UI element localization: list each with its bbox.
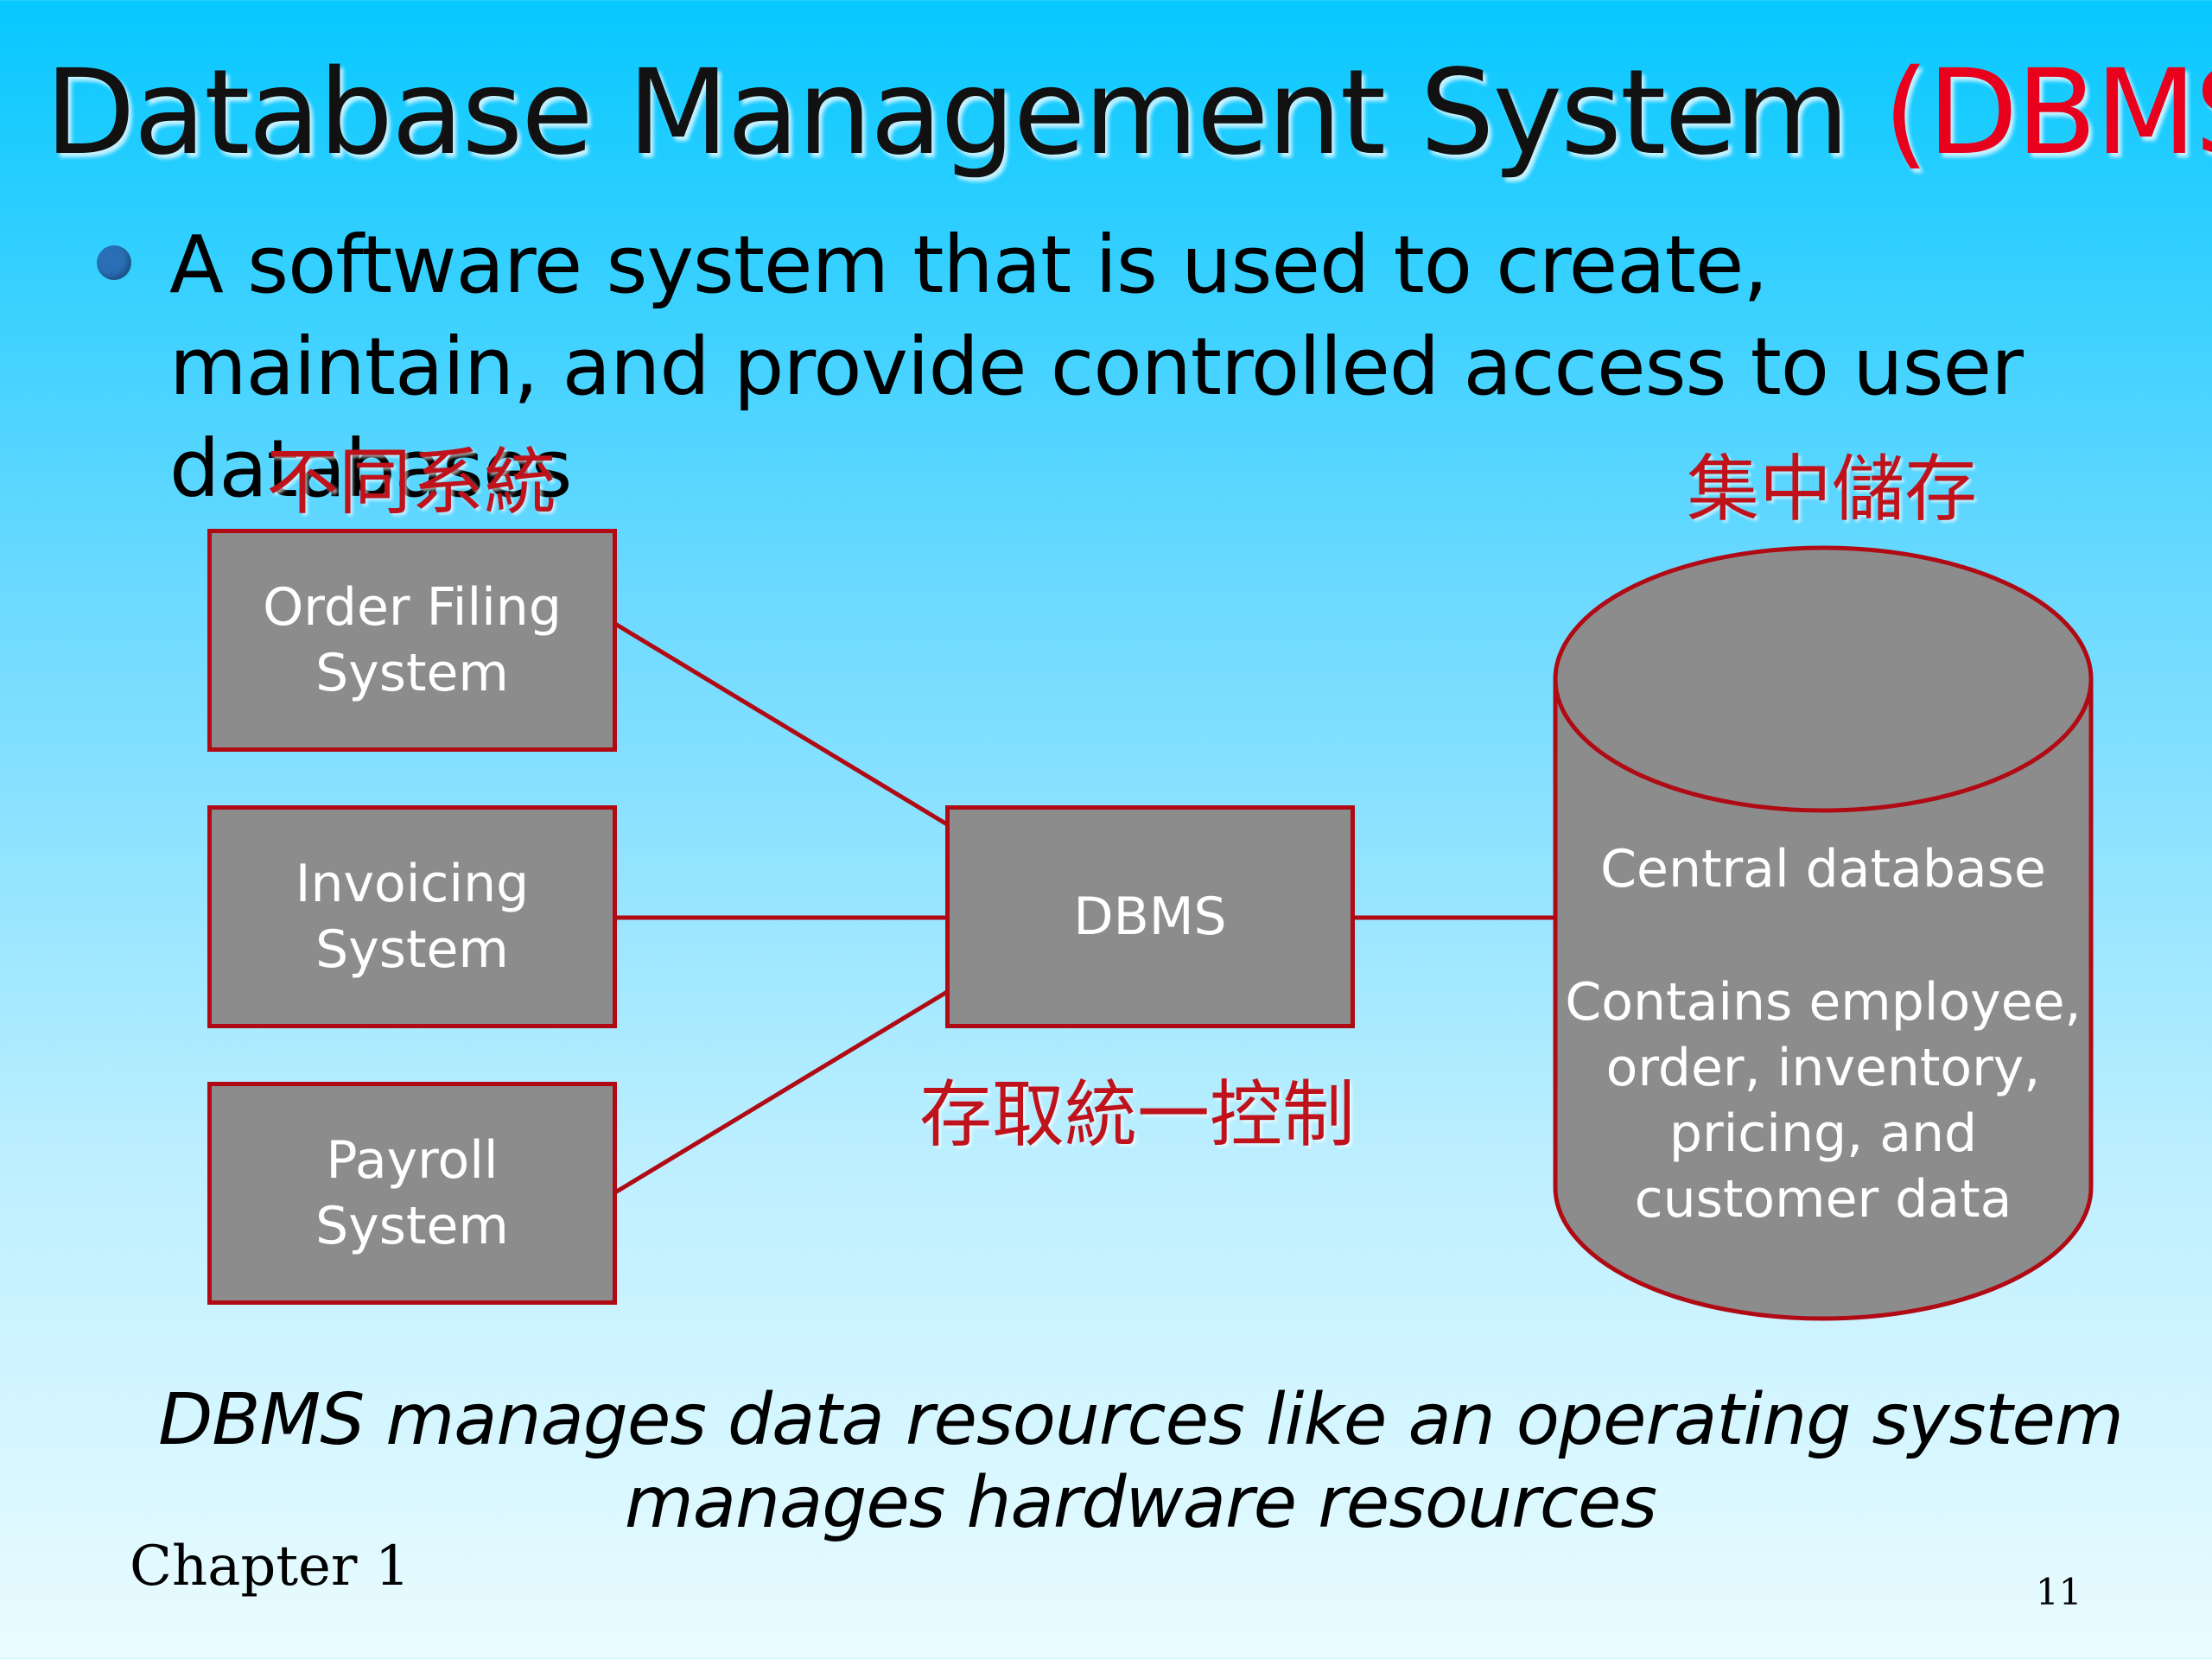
- connector-order-dbms: [613, 621, 949, 827]
- caption-line-2: manages hardware resources: [624, 1462, 1657, 1544]
- database-cylinder-icon: [1553, 545, 2094, 1321]
- caption-line-1: DBMS manages data resources like an oper…: [158, 1379, 2124, 1461]
- label-unified-control: 存取統一控制: [919, 1072, 1356, 1157]
- title-main: Database Management System: [45, 45, 1884, 181]
- payroll-system-label: Payroll System: [315, 1130, 509, 1256]
- database-title: Central database: [1600, 839, 2046, 899]
- title-accent: (DBMS): [1883, 45, 2212, 181]
- dbms-label: DBMS: [1073, 887, 1227, 947]
- order-filing-system-label: Order Filing System: [263, 577, 562, 703]
- bullet-dot-icon: [97, 245, 131, 280]
- label-different-systems: 不同系統: [266, 440, 557, 524]
- bullet-text: A software system that is used to create…: [169, 219, 2024, 515]
- database-contents: Contains employee, order, inventory, pri…: [1565, 972, 2082, 1230]
- invoicing-system-label: Invoicing System: [295, 854, 530, 980]
- label-central-storage: 集中儲存: [1687, 447, 1978, 531]
- connector-payroll-dbms: [613, 989, 949, 1195]
- slide-title: Database Management System (DBMS): [45, 45, 2212, 181]
- order-filing-system-box: Order Filing System: [207, 529, 617, 752]
- invoicing-system-box: Invoicing System: [207, 805, 617, 1028]
- footer-chapter: Chapter 1: [130, 1535, 410, 1599]
- slide-caption: DBMS manages data resources like an oper…: [138, 1379, 2143, 1545]
- dbms-box: DBMS: [945, 805, 1355, 1028]
- page-number: 11: [2036, 1571, 2082, 1613]
- payroll-system-box: Payroll System: [207, 1082, 617, 1305]
